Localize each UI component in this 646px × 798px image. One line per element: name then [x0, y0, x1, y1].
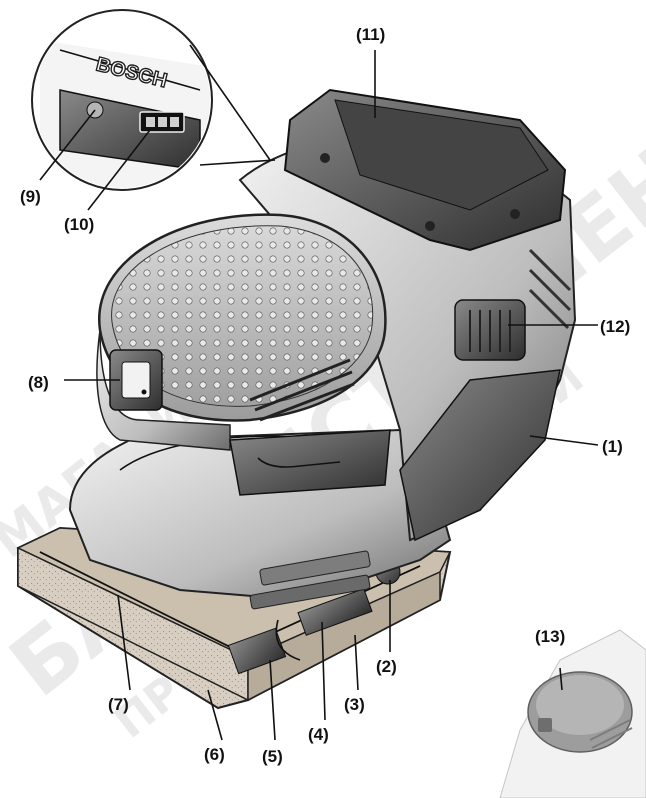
callout-leaders [39, 50, 599, 741]
callout-4: (4) [308, 725, 329, 744]
callout-5: (5) [262, 747, 283, 766]
inset-detail: BOSCH [31, 9, 276, 191]
thumbnail-variant [499, 629, 646, 798]
callout-6: (6) [204, 745, 225, 764]
callout-12: (12) [600, 317, 630, 336]
callout-7: (7) [108, 695, 129, 714]
vent-slots [249, 358, 355, 422]
callout-11: (11) [356, 25, 385, 44]
callout-10: (10) [64, 215, 94, 234]
sander-body [68, 88, 577, 610]
callout-13: (13) [535, 627, 565, 646]
callout-1: (1) [602, 437, 623, 456]
callout-9: (9) [20, 187, 41, 206]
callout-3: (3) [344, 695, 365, 714]
callout-labels: (1) (2) (3) (4) (5) (6) (7) (8) (9) (10)… [20, 25, 630, 766]
callout-2: (2) [376, 657, 397, 676]
callout-8: (8) [28, 373, 49, 392]
